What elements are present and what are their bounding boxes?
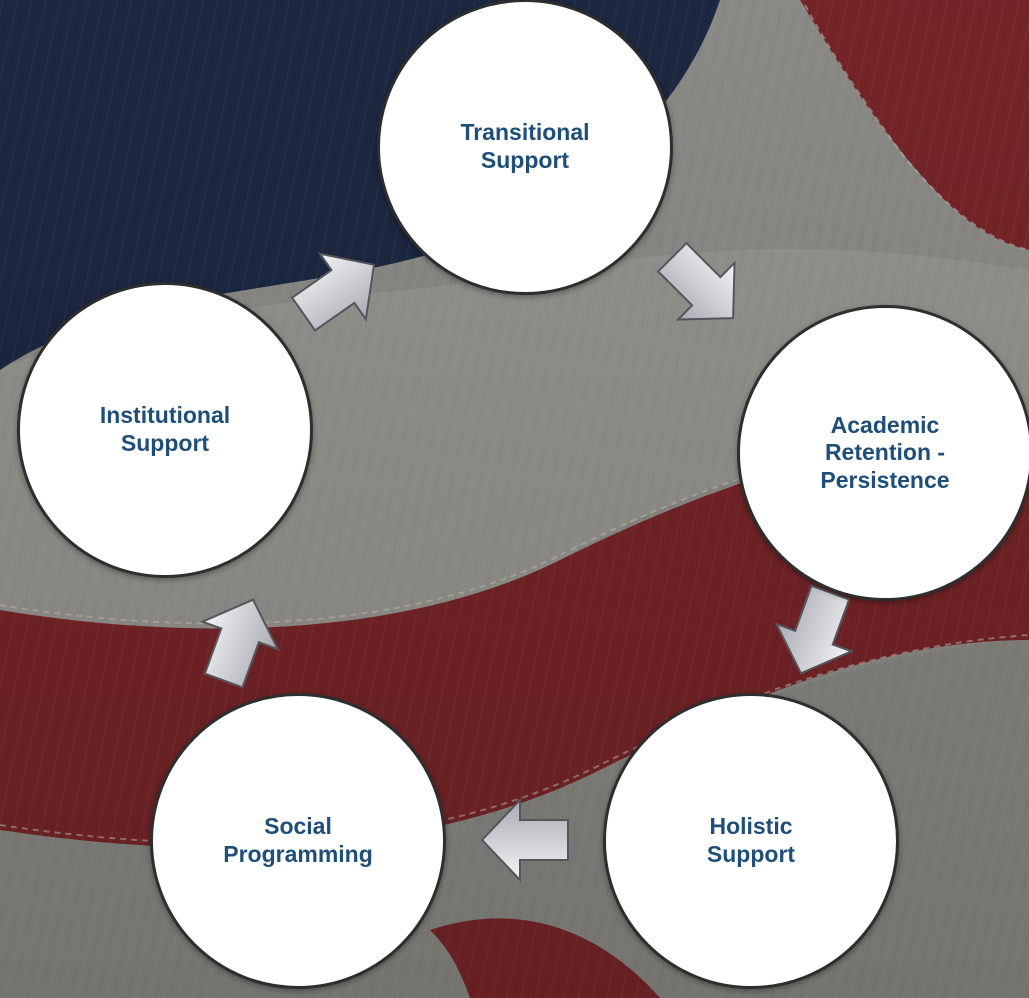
node-label: Academic Retention - Persistence bbox=[820, 411, 950, 493]
node-institutional-support: Institutional Support bbox=[17, 282, 313, 578]
node-holistic-support: Holistic Support bbox=[603, 693, 899, 989]
arrow-transitional-to-academic bbox=[656, 241, 736, 321]
node-transitional-support: Transitional Support bbox=[377, 0, 673, 295]
arrow-holistic-to-social bbox=[480, 797, 569, 883]
node-label: Social Programming bbox=[223, 813, 373, 867]
node-label: Institutional Support bbox=[99, 402, 231, 456]
arrow-institutional-to-transitional bbox=[290, 252, 376, 332]
node-label: Holistic Support bbox=[706, 813, 796, 867]
arrow-academic-to-holistic bbox=[774, 584, 855, 675]
node-social-programming: Social Programming bbox=[150, 693, 446, 989]
arrow-social-to-institutional bbox=[199, 598, 280, 689]
node-academic-retention-persistence: Academic Retention - Persistence bbox=[737, 305, 1029, 601]
node-label: Transitional Support bbox=[460, 119, 590, 173]
